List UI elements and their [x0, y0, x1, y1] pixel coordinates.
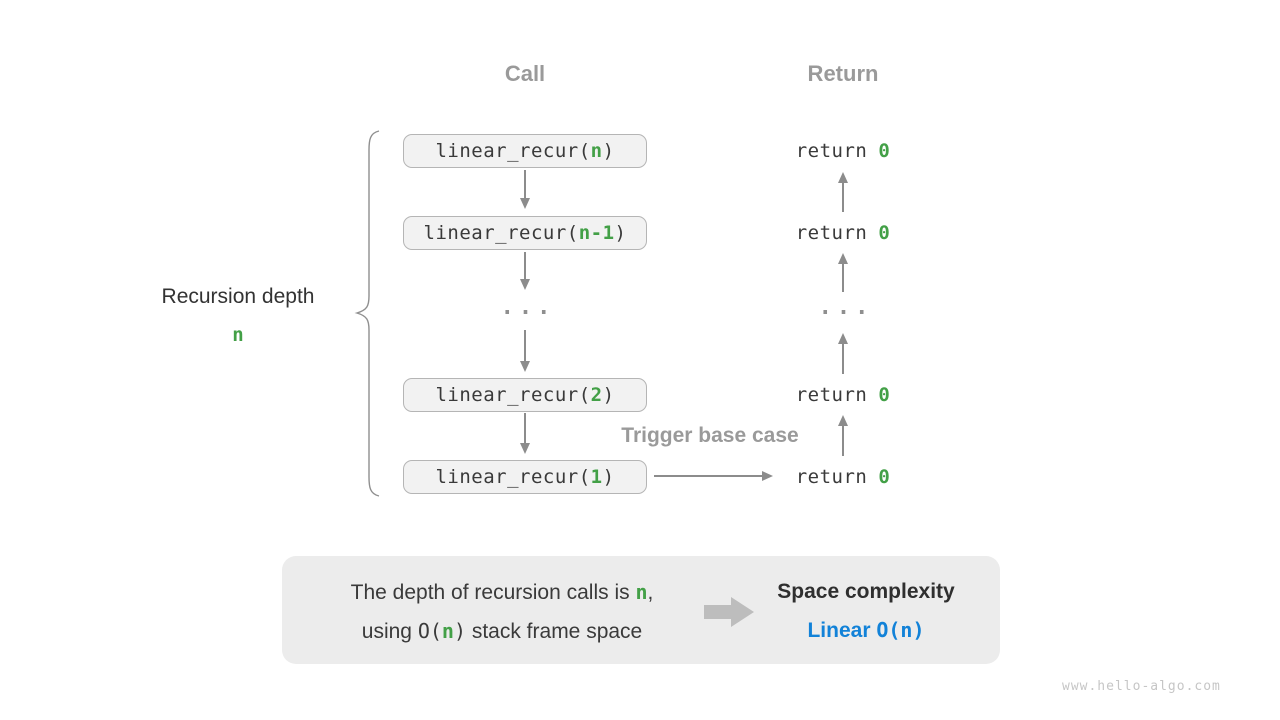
- call-frame-box-n: linear_recur(n): [403, 134, 647, 168]
- recursion-depth-label: Recursion depth: [161, 285, 315, 308]
- summary-text-part: stack frame space: [466, 620, 643, 643]
- return-statement: return 0: [796, 140, 891, 162]
- return-value: 0: [878, 222, 891, 244]
- trigger-base-case-label: Trigger base case: [621, 424, 799, 447]
- big-o-notation: O(n): [417, 619, 466, 643]
- code-arg: n: [590, 140, 603, 162]
- summary-text-part: using: [361, 620, 418, 643]
- summary-text-part: The depth of recursion calls is: [350, 581, 636, 604]
- return-value: 0: [878, 384, 891, 406]
- recursion-depth-variable: n: [232, 324, 244, 346]
- return-keyword: return: [795, 140, 868, 162]
- return-statement: return 0: [796, 466, 891, 488]
- return-keyword: return: [795, 384, 868, 406]
- summary-panel: The depth of recursion calls is n, using…: [282, 556, 1000, 664]
- code-text: ): [602, 140, 615, 162]
- return-value: 0: [878, 140, 891, 162]
- summary-line-1: The depth of recursion calls is n,: [282, 573, 722, 612]
- return-keyword: return: [795, 466, 868, 488]
- return-ellipsis: ...: [818, 295, 874, 320]
- call-column-header: Call: [504, 61, 546, 86]
- summary-line-2: using O(n) stack frame space: [282, 612, 722, 651]
- code-text: linear_recur(: [423, 222, 579, 244]
- space-complexity-title: Space complexity: [777, 580, 955, 603]
- complexity-result: Space complexity Linear O(n): [746, 573, 986, 650]
- big-o-notation: O(n): [876, 618, 925, 642]
- code-text: linear_recur(: [435, 466, 591, 488]
- return-statement: return 0: [796, 384, 891, 406]
- implies-arrow-icon: [704, 597, 754, 627]
- summary-text-part: ,: [647, 581, 654, 604]
- call-frame-box-n-1: linear_recur(n-1): [403, 216, 647, 250]
- summary-text: The depth of recursion calls is n, using…: [282, 573, 722, 651]
- return-keyword: return: [795, 222, 868, 244]
- code-arg: n-1: [578, 222, 615, 244]
- code-text: linear_recur(: [435, 384, 591, 406]
- code-arg: 1: [590, 466, 603, 488]
- return-column-header: Return: [807, 61, 879, 86]
- watermark: www.hello-algo.com: [1062, 679, 1221, 694]
- return-statement: return 0: [796, 222, 891, 244]
- space-complexity-value: Linear O(n): [807, 618, 925, 642]
- code-arg: 2: [590, 384, 603, 406]
- code-text: ): [614, 222, 627, 244]
- code-text: ): [602, 384, 615, 406]
- return-value: 0: [878, 466, 891, 488]
- call-frame-box-2: linear_recur(2): [403, 378, 647, 412]
- call-ellipsis: ...: [500, 295, 556, 320]
- call-frame-box-1: linear_recur(1): [403, 460, 647, 494]
- code-text: ): [602, 466, 615, 488]
- code-text: linear_recur(: [435, 140, 591, 162]
- recursion-depth-brace: [354, 130, 380, 497]
- summary-var: n: [635, 580, 648, 604]
